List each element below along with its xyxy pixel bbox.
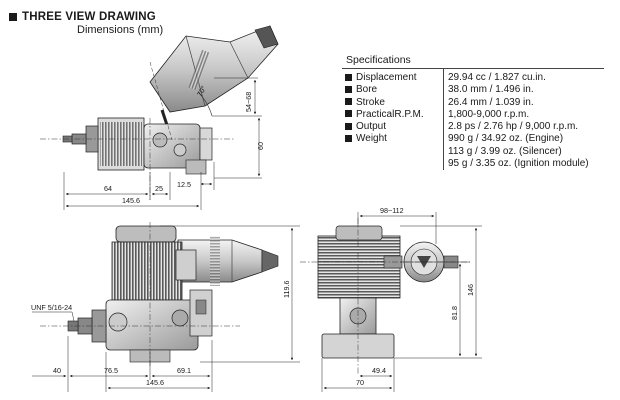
- spec-value: 26.4 mm / 1.039 in.: [443, 96, 604, 109]
- side-view-silencer: [177, 236, 279, 286]
- specifications-heading: Specifications: [342, 52, 604, 69]
- rear-height-overall-label: 146: [466, 284, 475, 296]
- spec-label: Weight: [356, 133, 387, 145]
- top-width-left-label: 64: [104, 184, 112, 193]
- rear-view-engine: [317, 225, 401, 359]
- spec-row-weight-silencer: 113 g / 3.99 oz. (Silencer): [342, 145, 604, 159]
- top-width-mid-label: 25: [155, 184, 163, 193]
- drawing-title-row: THREE VIEW DRAWING: [9, 11, 163, 23]
- side-view-prop-shaft: [67, 309, 107, 343]
- spec-row-weight: Weight 990 g / 34.92 oz. (Engine): [342, 133, 604, 146]
- spec-label: Output: [356, 121, 387, 133]
- spec-value: 990 g / 34.92 oz. (Engine): [443, 133, 604, 146]
- top-height-upper-label: 54~68: [244, 92, 253, 112]
- specifications-table: Specifications Displacement 29.94 cc / 1…: [342, 52, 604, 171]
- spec-value: 95 g / 3.35 oz. (Ignition module): [443, 158, 604, 171]
- side-prop-offset-label: 40: [53, 366, 61, 375]
- spec-row-bore: Bore 38.0 mm / 1.496 in.: [342, 84, 604, 97]
- rear-width-range-label: 98~112: [380, 206, 404, 215]
- bullet-icon: [345, 73, 352, 81]
- spec-row-stroke: Stroke 26.4 mm / 1.039 in.: [342, 96, 604, 109]
- bullet-icon: [345, 134, 352, 142]
- bullet-icon: [345, 122, 352, 130]
- spec-value: 29.94 cc / 1.827 cu.in.: [443, 69, 604, 85]
- bullet-icon: [345, 85, 352, 93]
- spec-rows: Displacement 29.94 cc / 1.827 cu.in. Bor…: [342, 69, 604, 171]
- top-offset-label: 12.5: [177, 180, 191, 189]
- rear-mount-width-label: 70: [356, 378, 364, 387]
- spec-value: 113 g / 3.99 oz. (Silencer): [443, 145, 604, 159]
- side-thread-label: UNF 5/16-24: [31, 303, 72, 312]
- spec-label: Displacement: [356, 72, 417, 83]
- drawing-subtitle: Dimensions (mm): [77, 24, 164, 36]
- spec-label: PracticalR.P.M.: [356, 108, 424, 120]
- drawing-title: THREE VIEW DRAWING: [22, 11, 156, 23]
- rear-view: 98~112 146 81.8 49.4 70: [300, 206, 482, 392]
- spec-value: 2.8 ps / 2.76 hp / 9,000 r.p.m.: [443, 121, 604, 134]
- spec-value: 38.0 mm / 1.496 in.: [443, 84, 604, 97]
- spec-row-displacement: Displacement 29.94 cc / 1.827 cu.in.: [342, 69, 604, 85]
- top-view-silencer: [149, 25, 279, 113]
- spec-row-rpm: PracticalR.P.M. 1,800-9,000 r.p.m.: [342, 108, 604, 122]
- bullet-icon: [345, 110, 352, 118]
- spec-row-output: Output 2.8 ps / 2.76 hp / 9,000 r.p.m.: [342, 121, 604, 134]
- side-left-span-label: 76.5: [104, 366, 118, 375]
- top-height-lower-label: 60: [256, 142, 265, 150]
- spec-label: Stroke: [356, 96, 385, 108]
- side-height-label: 119.6: [282, 281, 291, 298]
- spec-row-weight-ignition: 95 g / 3.35 oz. (Ignition module): [342, 158, 604, 171]
- side-right-span-label: 69.1: [177, 366, 191, 375]
- side-view-cylinder: [111, 225, 197, 301]
- title-bullet-icon: [9, 13, 17, 21]
- bullet-icon: [345, 98, 352, 106]
- top-view-engine-body: [62, 117, 213, 175]
- rear-half-width-label: 49.4: [372, 366, 386, 375]
- top-overall-label: 145.6: [122, 196, 140, 205]
- side-view: UNF 5/16-24 119.6 40 76.5 69.1 145.6: [31, 222, 300, 392]
- drawing-header: THREE VIEW DRAWING Dimensions (mm): [9, 11, 163, 36]
- spec-value: 1,800-9,000 r.p.m.: [443, 108, 604, 122]
- side-overall-label: 145.6: [146, 378, 164, 387]
- rear-height-shaft-label: 81.8: [450, 306, 459, 320]
- top-view: 70° 54~68 60 64 25 12.5 145.6: [40, 25, 279, 210]
- spec-label: Bore: [356, 84, 378, 96]
